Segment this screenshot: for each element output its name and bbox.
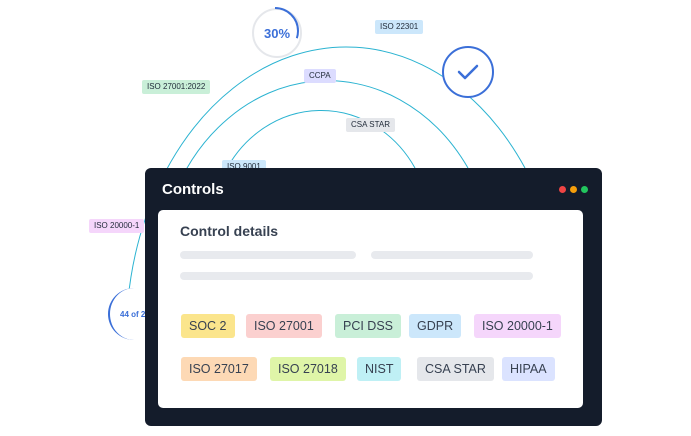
chip-iso-27018[interactable]: ISO 27018 (270, 357, 346, 381)
controls-window: Controls Control details SOC 2 ISO 27001… (145, 168, 602, 426)
skeleton-line (180, 272, 533, 280)
tag-iso-20000-1: ISO 20000-1 (89, 219, 145, 233)
close-dot[interactable] (559, 186, 566, 193)
progress-label: 30% (263, 25, 291, 41)
window-controls (559, 186, 588, 193)
chip-iso-27001[interactable]: ISO 27001 (246, 314, 322, 338)
tag-ccpa: CCPA (304, 69, 336, 83)
progress-ring (251, 7, 299, 55)
tag-iso-27001-2022: ISO 27001:2022 (142, 80, 211, 94)
chip-nist[interactable]: NIST (357, 357, 402, 381)
chip-pci-dss[interactable]: PCI DSS (335, 314, 402, 338)
window-title: Controls (162, 181, 224, 198)
chip-iso-27017[interactable]: ISO 27017 (181, 357, 257, 381)
chip-hipaa[interactable]: HIPAA (502, 357, 555, 381)
tag-csa-star: CSA STAR (346, 118, 395, 132)
minimize-dot[interactable] (570, 186, 577, 193)
tag-iso-22301: ISO 22301 (375, 20, 424, 34)
chip-soc-2[interactable]: SOC 2 (181, 314, 235, 338)
card-title: Control details (180, 223, 279, 239)
chip-gdpr[interactable]: GDPR (409, 314, 462, 338)
count-label: 44 of 2 (120, 309, 146, 319)
chip-csa-star[interactable]: CSA STAR (417, 357, 494, 381)
control-details-card: Control details SOC 2 ISO 27001 PCI DSS … (158, 210, 583, 408)
skeleton-line (371, 251, 533, 259)
skeleton-line (180, 251, 356, 259)
check-badge (442, 46, 494, 98)
progress-badge: 30% (251, 7, 302, 58)
chip-iso-20000-1[interactable]: ISO 20000-1 (474, 314, 561, 338)
maximize-dot[interactable] (581, 186, 588, 193)
checkmark-icon (457, 64, 479, 80)
inner-orbit (224, 109, 416, 173)
